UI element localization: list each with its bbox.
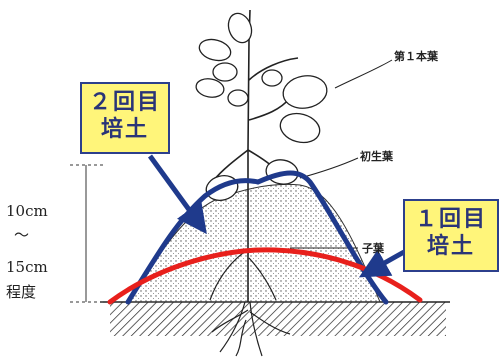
second-ridging-line [125, 170, 389, 305]
leaf-mid [227, 89, 249, 107]
first-ridging-callout-line1: １回目 [414, 207, 487, 232]
first-ridging-callout-line2: 培土 [426, 234, 475, 259]
height-bottom-label: 15cm [6, 258, 48, 276]
soil-mound [129, 183, 381, 303]
height-approx-label: 程度 [6, 283, 37, 301]
first-ridging-callout: １回目 培土 [403, 199, 499, 272]
height-top-label: 10cm [6, 202, 48, 220]
first-ridging-arrow [358, 249, 406, 278]
leaf-right-1 [282, 75, 328, 109]
height-dimension [70, 164, 104, 303]
plant-leaves [195, 12, 328, 201]
first-true-leaf-label: 第１本葉 [394, 50, 438, 63]
leaf-left-3 [195, 78, 225, 98]
leaf-left-2 [212, 62, 238, 82]
second-ridging-callout-line2: 培土 [100, 117, 149, 142]
leaf-left-1 [198, 38, 232, 62]
second-ridging-callout: ２回目 培土 [80, 82, 170, 154]
cotyledon-label: 子葉 [362, 242, 384, 255]
leaf-right-3 [261, 69, 283, 87]
primary-leaf-label: 初生葉 [360, 150, 393, 163]
roots [209, 249, 291, 357]
height-tilde-label: ～ [14, 226, 30, 244]
second-ridging-arrow [147, 154, 207, 235]
leaf-top [227, 12, 253, 44]
leaf-right-2 [279, 112, 321, 144]
second-ridging-callout-line1: ２回目 [88, 90, 161, 115]
ground [100, 301, 450, 336]
